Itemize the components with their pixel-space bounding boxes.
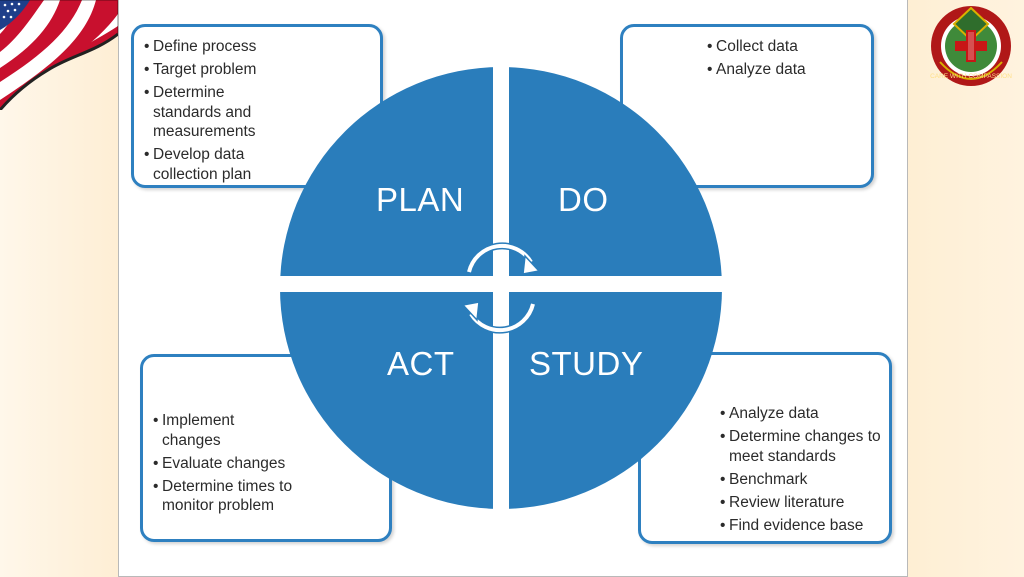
do-items: Collect data Analyze data: [623, 27, 871, 80]
list-item: Develop data collection plan: [144, 145, 273, 184]
list-item: Determine times to monitor problem: [153, 477, 322, 516]
study-items: Analyze data Determine changes to meet s…: [641, 355, 889, 535]
list-item: Collect data: [707, 37, 871, 57]
list-item: Evaluate changes: [153, 454, 389, 474]
study-label: STUDY: [529, 345, 644, 382]
seal-motto: CARE WITH COMPASSION: [930, 73, 1012, 80]
list-item: Target problem: [144, 60, 380, 80]
plan-label: PLAN: [376, 181, 465, 218]
do-quadrant: [509, 67, 722, 276]
pdsa-circle: [280, 67, 722, 509]
study-quadrant: [509, 292, 722, 509]
medical-seal-icon: CARE WITH COMPASSION: [930, 6, 1012, 86]
list-item: Analyze data: [720, 404, 889, 424]
cycle-arrows-icon: [461, 242, 541, 334]
act-items: Implement changes Evaluate changes Deter…: [143, 357, 389, 516]
list-item: Define process: [144, 37, 380, 57]
american-flag-icon: [0, 0, 118, 110]
plan-quadrant: [280, 67, 493, 276]
list-item: Determine standards and measurements: [144, 83, 283, 142]
list-item: Determine changes to meet standards: [720, 427, 889, 466]
list-item: Benchmark: [720, 470, 889, 490]
act-label: ACT: [387, 345, 455, 382]
act-quadrant: [280, 292, 493, 509]
plan-items: Define process Target problem Determine …: [134, 27, 380, 184]
list-item: Review literature: [720, 493, 889, 513]
list-item: Find evidence base: [720, 516, 889, 536]
do-label: DO: [558, 181, 609, 218]
list-item: Analyze data: [707, 60, 871, 80]
list-item: Implement changes: [153, 411, 262, 450]
